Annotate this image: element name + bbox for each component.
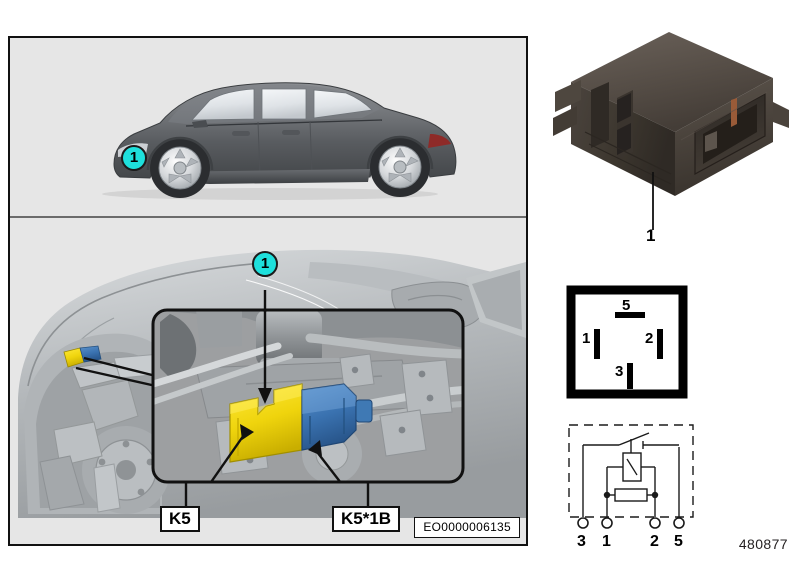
front-suspension-assembly — [39, 353, 170, 514]
hood-crease — [27, 261, 279, 387]
wheel-front — [150, 138, 210, 198]
schematic-terminal-3 — [577, 517, 589, 529]
wheel-arch-rear — [366, 135, 434, 170]
schematic-pin-label-2: 2 — [650, 533, 659, 550]
terminal-blade-2 — [657, 329, 663, 359]
connector-key-rib — [705, 131, 717, 152]
callout-arrow-head — [258, 388, 272, 404]
label-k5-1b[interactable]: K5*1B — [332, 506, 401, 532]
schematic-junction-left — [603, 491, 611, 499]
schematic-pin-label-3: 3 — [577, 533, 586, 550]
magnifier-leader-top — [83, 356, 157, 378]
connector-slot-a — [591, 82, 609, 148]
schematic-terminal-5 — [673, 517, 685, 529]
inset-detail-content — [153, 310, 463, 482]
window-rear-door — [261, 88, 307, 120]
connector-latch-lower — [553, 106, 577, 136]
callout-badge-1-overview[interactable]: 1 — [121, 145, 147, 171]
k51b-leader-shaft — [313, 447, 369, 482]
schematic-switch-arm — [618, 432, 650, 446]
connector-housing-drawing — [553, 32, 789, 230]
terminal-number-1: 1 — [582, 330, 591, 347]
connector-rib-2 — [588, 143, 672, 185]
vehicle-side-view-drawing — [102, 82, 457, 200]
engine-bay-drawing — [18, 249, 526, 518]
window-quarter — [313, 89, 373, 119]
connector-top-face — [571, 32, 773, 132]
door-seam-rear — [309, 120, 313, 175]
terminal-layout-figure: 5 1 2 3 — [559, 282, 699, 400]
connector-cavity-inner — [703, 104, 757, 164]
relay-k5 — [229, 383, 303, 463]
drawing-number: 480877 — [738, 536, 788, 552]
panel-vehicle-overview: 1 — [10, 38, 526, 218]
mirror-seam — [407, 294, 463, 301]
terminal-number-5: 5 — [622, 297, 631, 314]
connector-k5-1b — [301, 383, 373, 451]
figure-id-box: EO0000006135 — [414, 517, 520, 538]
inset-panel-a — [196, 310, 242, 348]
k51b-leader-head — [308, 440, 322, 456]
connector-callout-label: 1 — [646, 226, 656, 245]
schematic-enclosure — [568, 424, 694, 518]
door-handle-front — [232, 131, 250, 136]
right-detail-column: 1 5 1 2 3 — [545, 20, 793, 550]
belt-line — [185, 119, 383, 127]
connector-slot-b-notch1 — [617, 93, 631, 123]
side-mirror — [192, 120, 208, 128]
door-seam-front — [257, 121, 261, 177]
terminal-blade-3 — [627, 363, 633, 389]
connector-rib-1 — [584, 131, 672, 175]
schematic-junction-right — [651, 491, 659, 499]
k5-leader-head — [240, 424, 254, 440]
a-pillar — [472, 270, 522, 330]
window-front — [191, 88, 255, 121]
terminal-blade-1 — [594, 329, 600, 359]
terminal-housing-outline — [566, 285, 688, 399]
terminal-number-2: 2 — [645, 330, 654, 347]
connector-latch-upper — [555, 80, 581, 112]
schematic-pin-label-5: 5 — [674, 533, 683, 550]
relay-schematic-figure: 3 1 2 5 — [557, 415, 707, 565]
schematic-pin-label-1: 1 — [602, 533, 611, 550]
inset-wheel-housing — [160, 314, 197, 377]
terminal-number-3: 3 — [615, 363, 624, 380]
schematic-terminal-2 — [649, 517, 661, 529]
pipe-c — [305, 333, 463, 359]
schematic-resistor — [614, 488, 648, 502]
connector-blade — [731, 98, 737, 127]
connector-slot-b-notch2 — [617, 123, 631, 155]
connector-housing-figure: 1 — [545, 20, 793, 260]
k5-leader-shaft — [185, 431, 247, 482]
door-handle-rear — [282, 130, 300, 135]
wheel-arch-front — [146, 136, 214, 171]
schematic-terminal-1 — [601, 517, 613, 529]
panel-engine-bay: 1 K5 K5*1B EO0000006135 — [10, 218, 526, 544]
illustration-panel-group: 1 — [8, 36, 528, 546]
brake-booster — [256, 310, 322, 366]
label-k5[interactable]: K5 — [160, 506, 200, 532]
inset-detail-frame — [151, 308, 465, 484]
connector-right-ear — [773, 102, 789, 128]
relay-schematic-drawing — [568, 424, 694, 529]
schematic-coil-slash — [626, 458, 638, 476]
wheel-rear — [370, 137, 430, 197]
taillight — [428, 134, 451, 148]
terminal-blade-5 — [615, 312, 645, 318]
terminal-layout-drawing — [566, 285, 688, 399]
hose-b — [153, 353, 293, 405]
magnifier-leader-bottom — [75, 366, 157, 388]
connector-rib-3 — [680, 91, 768, 141]
callout-badge-1-engine-bay[interactable]: 1 — [252, 251, 278, 277]
